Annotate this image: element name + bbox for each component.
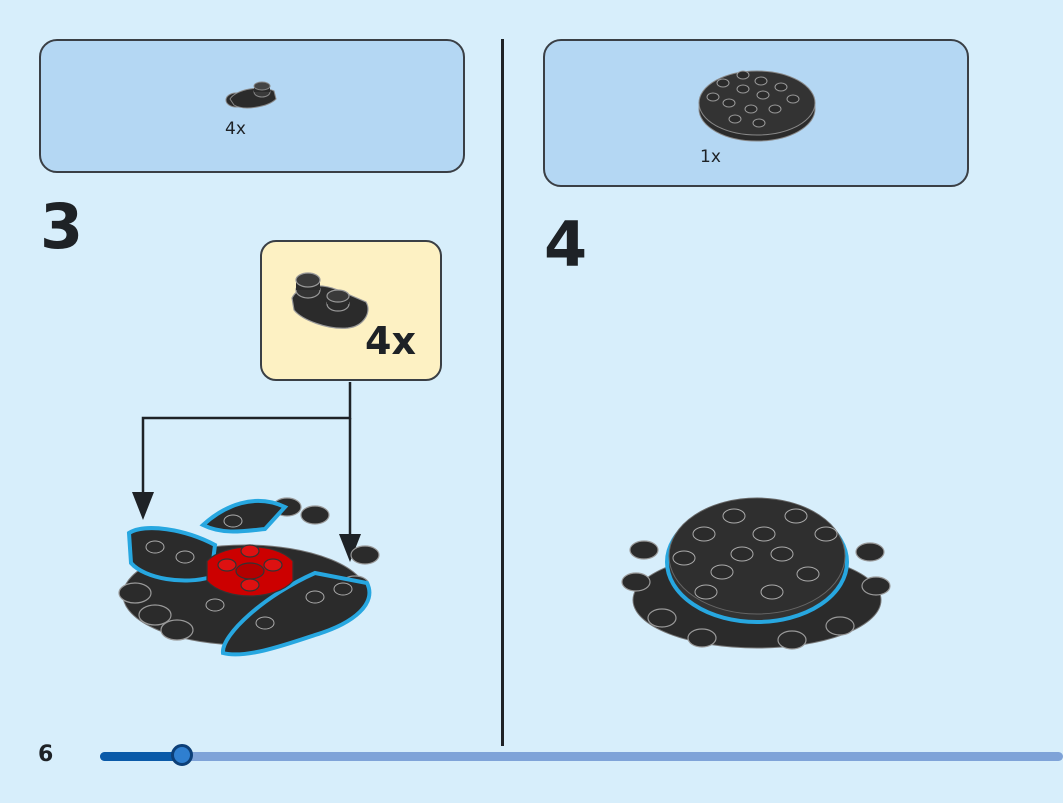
parts-callout-step-4: 1x: [543, 39, 969, 187]
subassembly-callout: 4x: [260, 240, 442, 381]
model-step-4: [621, 497, 891, 650]
step-divider: [501, 39, 504, 746]
page-number: 6: [38, 742, 54, 767]
round-plate-icon: [698, 70, 816, 142]
step-number-3: 3: [40, 190, 84, 263]
parts-callout-step-3: 4x: [39, 39, 465, 173]
progress-fill: [100, 752, 182, 761]
curved-clip-plate-icon: [291, 272, 369, 329]
progress-bar: [100, 744, 1063, 766]
parts-quantity: 4x: [225, 119, 246, 139]
step-number-4: 4: [544, 208, 588, 281]
parts-quantity: 1x: [700, 147, 721, 167]
model-step-3: [118, 497, 380, 657]
curved-clip-plate-icon: [225, 81, 277, 109]
subassembly-quantity: 4x: [365, 319, 416, 363]
progress-knob: [170, 744, 193, 766]
